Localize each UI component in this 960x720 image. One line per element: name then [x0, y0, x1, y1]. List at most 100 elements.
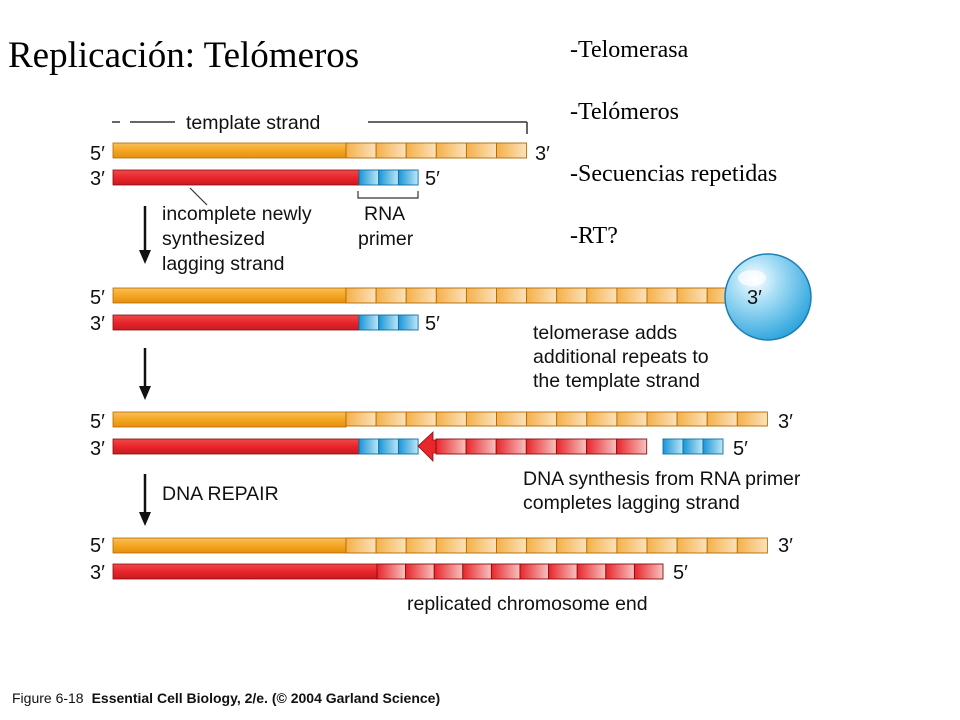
repeat-unit	[586, 411, 618, 427]
rna-primer	[358, 438, 419, 455]
bullet-telomerasa: -Telomerasa	[570, 37, 689, 63]
primer-unit	[702, 438, 724, 455]
three-prime-label: 3′	[90, 438, 105, 460]
template-strand	[112, 411, 347, 428]
three-prime-label: 3′	[90, 168, 105, 190]
five-prime-label: 5′	[673, 562, 688, 584]
repeat-unit	[646, 287, 678, 304]
repeat-unit	[706, 411, 738, 427]
primer-unit	[378, 169, 399, 186]
telomere-repeats	[345, 537, 768, 554]
down-arrow-icon	[139, 474, 151, 526]
three-prime-label: 3′	[778, 411, 793, 433]
rna-primer-bracket	[357, 191, 419, 199]
repeat-unit	[345, 411, 377, 427]
rna-primer	[358, 169, 419, 186]
repeat-unit	[465, 287, 497, 304]
repeat-unit	[736, 411, 768, 427]
primer-unit	[358, 438, 380, 455]
telomerase-label: telomerase adds	[533, 322, 677, 344]
dna-repeat-unit	[633, 563, 664, 580]
down-arrow-icon	[139, 206, 151, 264]
lagging-strand	[112, 563, 378, 580]
slide-title: Replicación: Telómeros	[8, 35, 360, 76]
repeat-unit	[405, 142, 437, 159]
repeat-unit	[556, 287, 588, 304]
rna-primer	[358, 314, 419, 331]
five-prime-label: 5′	[90, 287, 105, 309]
dna-repeat-unit	[548, 563, 578, 580]
repeat-unit	[465, 411, 497, 427]
bullet-rt: -RT?	[570, 223, 618, 249]
primer-unit	[358, 314, 380, 331]
repeat-unit	[736, 537, 768, 554]
repeat-unit	[526, 411, 558, 427]
repeat-unit	[375, 287, 407, 304]
telomere-repeats	[345, 142, 528, 159]
dna-repeat-unit	[586, 438, 618, 455]
bullet-telomeros: -Telómeros	[570, 99, 679, 125]
repeat-unit	[345, 287, 377, 304]
repeat-unit	[646, 411, 678, 427]
synthesis-label: completes lagging strand	[523, 492, 740, 514]
template-strand	[112, 287, 347, 304]
three-prime-label: 3′	[535, 143, 550, 165]
repeat-unit	[345, 142, 377, 159]
dna-repeat-unit	[490, 563, 521, 580]
repeat-unit	[526, 537, 558, 554]
dna-repeat-unit	[519, 563, 550, 580]
five-prime-label: 5′	[425, 168, 440, 190]
repeat-unit	[375, 537, 407, 554]
synthesis-arrow-icon	[417, 431, 437, 462]
telomere-repeats	[345, 287, 768, 304]
pointer-line	[189, 187, 208, 206]
template-strand	[112, 537, 347, 554]
dna-repeat-unit	[433, 563, 464, 580]
telomere-repeats	[345, 411, 768, 427]
dna-repeat-unit	[576, 563, 607, 580]
repeat-unit	[345, 537, 377, 554]
primer-unit	[662, 438, 684, 455]
repeat-unit	[405, 287, 437, 304]
dna-repeat-unit	[435, 438, 467, 455]
repeat-unit	[435, 142, 467, 159]
rna-primer-label: RNA	[364, 203, 405, 225]
repeat-unit	[496, 411, 528, 427]
figure-source: Essential Cell Biology, 2/e. (© 2004 Gar…	[91, 690, 441, 706]
dna-repeat-unit	[465, 438, 497, 455]
primer-unit	[397, 438, 419, 455]
incomplete-strand-label: incomplete newly	[162, 203, 312, 225]
five-prime-label: 5′	[90, 411, 105, 433]
telomerase-label: additional repeats to	[533, 346, 709, 368]
dna-repeat-unit	[555, 438, 587, 455]
lagging-strand	[112, 169, 360, 186]
repeat-unit	[496, 287, 528, 304]
three-prime-label: 3′	[747, 287, 762, 309]
lagging-strand	[112, 314, 360, 331]
dna-repeat-unit	[462, 563, 492, 580]
lagging-strand	[112, 438, 360, 455]
five-prime-label: 5′	[733, 438, 748, 460]
dna-repeat-unit	[605, 563, 635, 580]
replicated-end-label: replicated chromosome end	[407, 593, 648, 615]
repeat-unit	[676, 537, 708, 554]
dna-repeat-unit	[525, 438, 557, 455]
incomplete-strand-label: lagging strand	[162, 253, 285, 275]
five-prime-label: 5′	[90, 535, 105, 557]
new-dna-repeats	[435, 438, 648, 455]
three-prime-label: 3′	[778, 535, 793, 557]
template-strand-bracket	[112, 121, 528, 134]
repeat-unit	[526, 287, 558, 304]
primer-unit	[682, 438, 704, 455]
primer-unit	[378, 438, 399, 455]
repeat-unit	[465, 142, 497, 159]
dna-repair-label: DNA REPAIR	[162, 483, 279, 505]
primer-unit	[358, 169, 380, 186]
repeat-unit	[435, 411, 467, 427]
template-strand	[112, 142, 347, 159]
five-prime-label: 5′	[425, 313, 440, 335]
repeat-unit	[616, 537, 648, 554]
three-prime-label: 3′	[90, 562, 105, 584]
three-prime-label: 3′	[90, 313, 105, 335]
